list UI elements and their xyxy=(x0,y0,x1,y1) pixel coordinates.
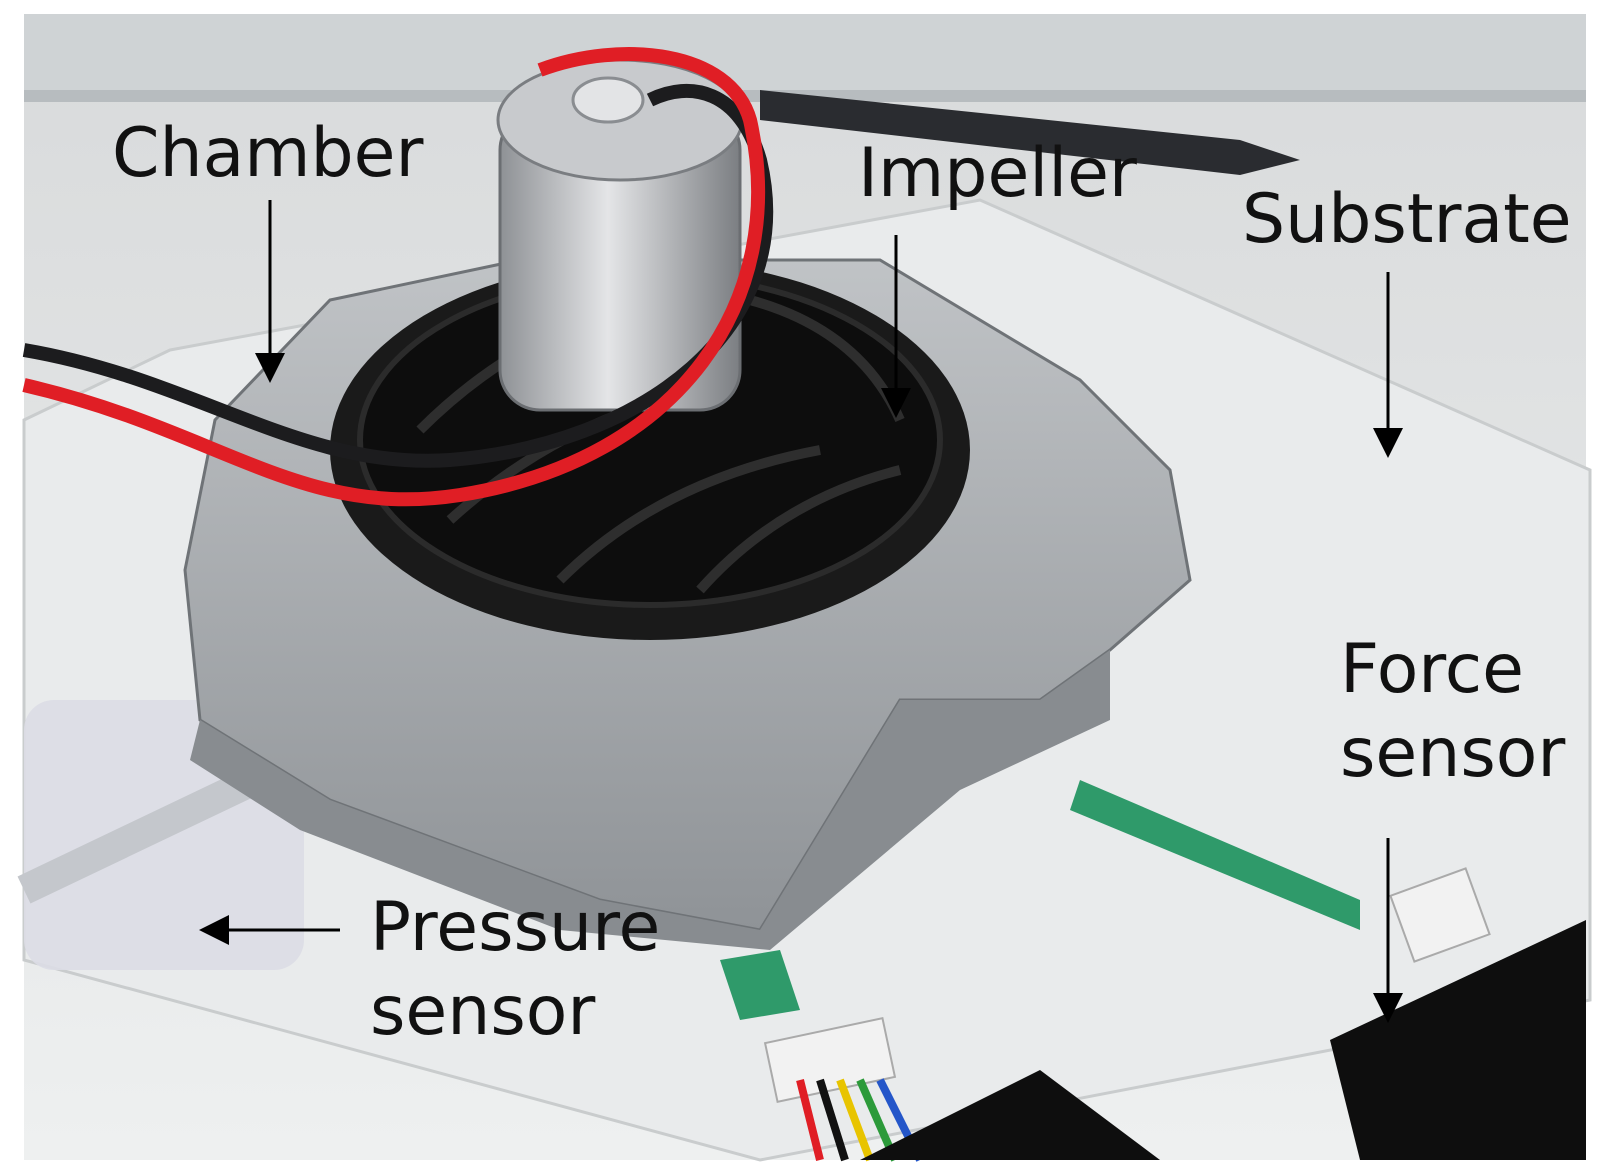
force-sensor-flex xyxy=(1070,780,1360,930)
label-force-sensor-line-2: sensor xyxy=(1340,714,1566,793)
motor-wire-red xyxy=(22,47,765,507)
black-tape-right xyxy=(1330,920,1586,1160)
pen xyxy=(760,90,1300,175)
label-pressure-sensor-line-2: sensor xyxy=(370,972,596,1051)
label-chamber: Chamber xyxy=(112,114,424,193)
force-sensor-connector xyxy=(1389,867,1491,963)
label-impeller: Impeller xyxy=(858,134,1137,213)
label-pressure-sensor-line-1: Pressure xyxy=(370,888,661,967)
motor-wire-black xyxy=(22,83,773,468)
label-pressure-sensor: Pressure sensor xyxy=(370,886,660,1054)
label-force-sensor: Force sensor xyxy=(1340,628,1565,796)
label-force-sensor-line-1: Force xyxy=(1340,630,1524,709)
black-tape-bottom xyxy=(860,1070,1160,1160)
instrument-top xyxy=(24,14,1586,94)
force-sensor-flex-2 xyxy=(720,950,800,1020)
label-substrate: Substrate xyxy=(1242,180,1572,259)
